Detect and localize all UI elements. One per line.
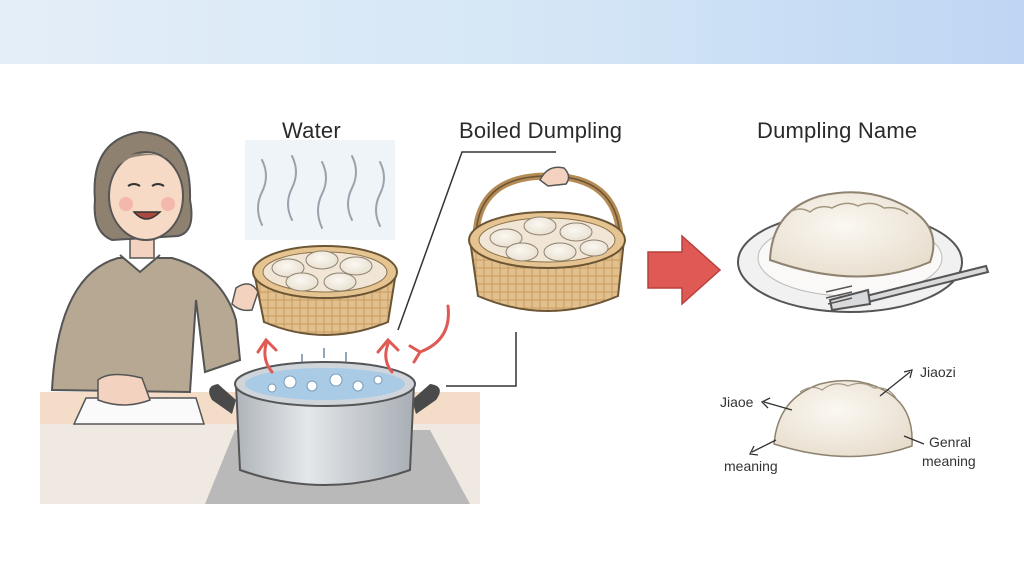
- label-meaning: meaning: [724, 458, 778, 474]
- notebook: [72, 397, 206, 425]
- steam-icon: [245, 140, 395, 240]
- annotation-arrows: [749, 369, 925, 456]
- heading-boiled-dumpling: Boiled Dumpling: [459, 118, 623, 143]
- held-steamer: [252, 245, 398, 336]
- heading-water: Water: [282, 118, 341, 143]
- label-jiaoe: Jiaoe: [720, 394, 754, 410]
- annotated-dumpling: [773, 379, 913, 458]
- leader-lines: [397, 151, 556, 387]
- pot: [209, 348, 440, 486]
- right-arrow-icon: [647, 234, 722, 306]
- label-jiaozi: Jiaozi: [920, 364, 956, 380]
- label-genral: Genral: [929, 434, 972, 450]
- woman: [50, 130, 259, 406]
- basket-steamer: [468, 166, 626, 312]
- header-band: [0, 0, 1024, 64]
- fork-icon: [825, 264, 990, 312]
- label-genral-meaning: meaning: [922, 453, 976, 469]
- heading-dumpling-name: Dumpling Name: [757, 118, 918, 143]
- rising-arrows: [256, 304, 450, 374]
